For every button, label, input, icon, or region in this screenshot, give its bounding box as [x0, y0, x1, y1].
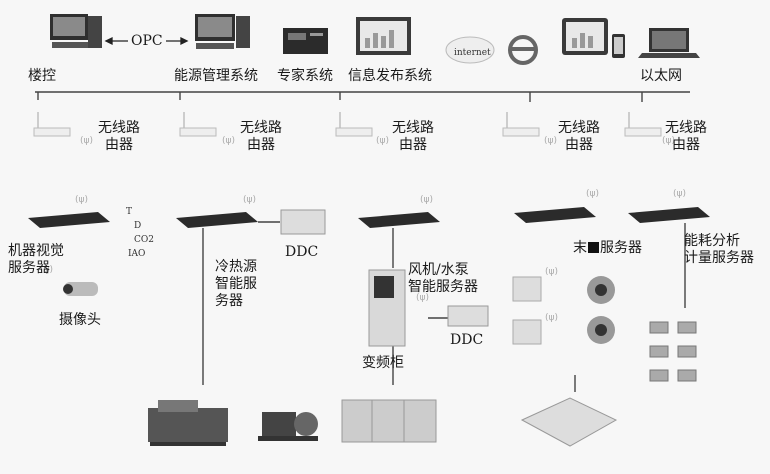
svg-text:(ψ): (ψ)	[75, 195, 88, 205]
opc-label: OPC	[131, 33, 163, 49]
sensor-co2-label: CO2	[134, 235, 154, 245]
sensor-d-label: D	[134, 221, 142, 231]
svg-text:(ψ): (ψ)	[673, 189, 686, 199]
router-antennas	[37, 112, 630, 128]
terminal-server-label: 末服务器	[573, 240, 642, 256]
laptop-icon	[638, 28, 700, 58]
air-handling-unit-icon	[341, 399, 437, 443]
opc-arrow-icon	[104, 36, 189, 46]
energy-mgmt-label: 能源管理系统	[174, 68, 258, 84]
rack-server-icons	[28, 207, 710, 228]
svg-text:(ψ): (ψ)	[545, 267, 558, 277]
fan-pump-server-label: 风机/水泵智能服务器	[408, 262, 478, 295]
vision-server-label: 机器视觉服务器	[8, 243, 64, 276]
sensor-t-label: T	[126, 207, 133, 217]
svg-text:(ψ): (ψ)	[662, 136, 675, 146]
router-label-3: 无线路由器	[392, 120, 434, 153]
info-publish-label: 信息发布系统	[348, 68, 432, 84]
internet-cloud-icon	[445, 36, 495, 64]
ddc-label-1: DDC	[285, 244, 319, 260]
expert-system-label: 专家系统	[277, 68, 333, 84]
ie-browser-icon	[508, 35, 538, 65]
svg-text:(ψ): (ψ)	[376, 136, 389, 146]
svg-text:(ψ): (ψ)	[416, 293, 429, 303]
svg-text:(ψ): (ψ)	[544, 136, 557, 146]
info-display-monitor-icon	[356, 17, 411, 55]
router-label-2: 无线路由器	[240, 120, 282, 153]
ddc-box-icons	[280, 209, 489, 327]
ddc-label-2: DDC	[450, 332, 484, 348]
router-label-4: 无线路由器	[558, 120, 600, 153]
bus-drops	[37, 92, 643, 102]
camera-icon	[63, 282, 98, 296]
internet-label: internet	[454, 48, 491, 58]
energy-analysis-server-label: 能耗分析计量服务器	[684, 233, 754, 266]
terminal-device-icons	[512, 276, 542, 345]
svg-text:(ψ): (ψ)	[80, 136, 93, 146]
wifi-icons: (ψ) (ψ) (ψ) (ψ) (ψ) (ψ) (ψ) (ψ) (ψ) (ψ) …	[40, 136, 686, 323]
svg-text:(ψ): (ψ)	[420, 195, 433, 205]
tablet-icon	[562, 18, 608, 55]
redacted-block-icon	[588, 242, 599, 253]
fan-coil-icons	[587, 276, 615, 344]
building-control-label: 楼控	[28, 68, 56, 84]
phone-icon	[612, 34, 625, 58]
sensor-iao-label: IAO	[128, 249, 146, 259]
expert-system-server-icon	[283, 28, 328, 54]
camera-label: 摄像头	[59, 312, 101, 328]
router-label-5: 无线路由器	[665, 120, 707, 153]
svg-text:(ψ): (ψ)	[222, 136, 235, 146]
energy-mgmt-computer-icon	[195, 14, 250, 49]
router-label-1: 无线路由器	[98, 120, 140, 153]
building-control-computer-icon	[50, 14, 102, 48]
svg-text:(ψ): (ψ)	[243, 195, 256, 205]
chiller-icon	[148, 400, 228, 446]
svg-text:(ψ): (ψ)	[586, 189, 599, 199]
vfd-label: 变频柜	[362, 355, 404, 371]
energy-meter-icons	[649, 321, 697, 382]
water-pump-icon	[258, 412, 318, 441]
connector-lines	[202, 221, 686, 392]
svg-text:(ψ): (ψ)	[40, 265, 53, 275]
vfd-cabinet-icon	[368, 269, 406, 347]
svg-text:(ψ): (ψ)	[545, 313, 558, 323]
router-icons	[33, 127, 662, 137]
hvac-server-label: 冷热源智能服务器	[215, 259, 257, 309]
ethernet-label: 以太网	[640, 68, 682, 84]
ceiling-ac-unit-icon	[520, 397, 618, 447]
